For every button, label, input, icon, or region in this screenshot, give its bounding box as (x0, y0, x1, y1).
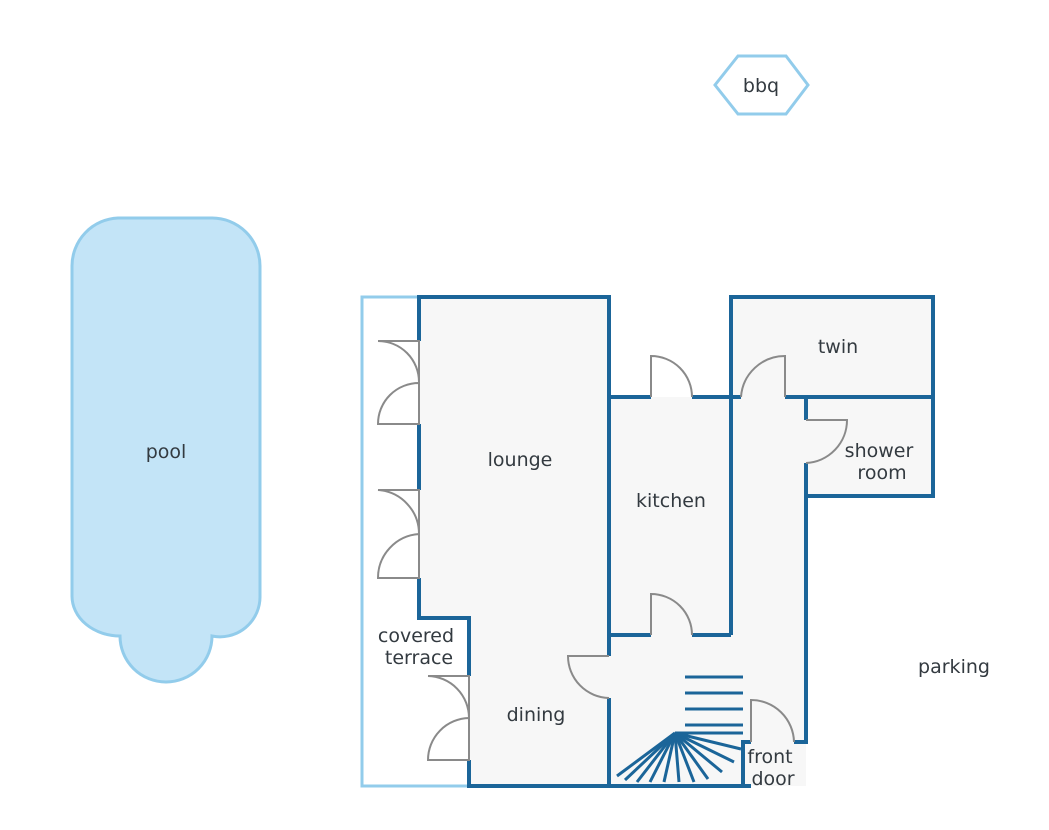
front-door-label: front door (747, 746, 798, 790)
door-swing-icon (427, 675, 470, 719)
spiral-staircase-icon (616, 675, 743, 783)
door-swing-icon (650, 592, 693, 636)
pool-shape (70, 216, 262, 684)
covered-terrace-label-line1: covered (378, 625, 454, 647)
walls (417, 295, 935, 788)
room-labels: lounge kitchen twin shower room covered … (378, 336, 990, 790)
front-door-swing-icon (750, 698, 795, 743)
shower-room-label-line2: room (857, 462, 906, 484)
door-swing-icon (376, 381, 420, 425)
room-fills (419, 297, 933, 786)
door-swing-icon (805, 419, 849, 464)
terrace-outline (360, 295, 467, 788)
door-swing-icon (377, 340, 420, 383)
door-swing-icon (650, 354, 693, 398)
door-swing-icon (426, 716, 470, 761)
covered-terrace-label-line2: terrace (385, 647, 453, 669)
door-swing-icon (740, 354, 786, 398)
doors (376, 340, 849, 761)
twin-label: twin (818, 336, 858, 358)
covered-terrace-label: covered terrace (378, 625, 460, 669)
dining-label: dining (507, 704, 566, 726)
pool: pool (70, 216, 262, 684)
front-door-label-line2: door (751, 768, 794, 790)
bbq-hexagon-icon (713, 54, 810, 116)
pool-label: pool (146, 441, 187, 463)
lounge-label: lounge (488, 449, 553, 471)
kitchen-label: kitchen (636, 490, 706, 512)
front-door-label-line1: front (747, 746, 792, 768)
shower-room-label: shower room (845, 440, 920, 484)
door-swing-icon (377, 489, 421, 535)
shower-room-label-line1: shower (845, 440, 914, 462)
door-swing-icon (566, 655, 610, 699)
door-swing-icon (376, 532, 420, 579)
bbq-label: bbq (743, 75, 779, 97)
bbq: bbq (713, 54, 810, 116)
parking-label: parking (918, 656, 990, 678)
